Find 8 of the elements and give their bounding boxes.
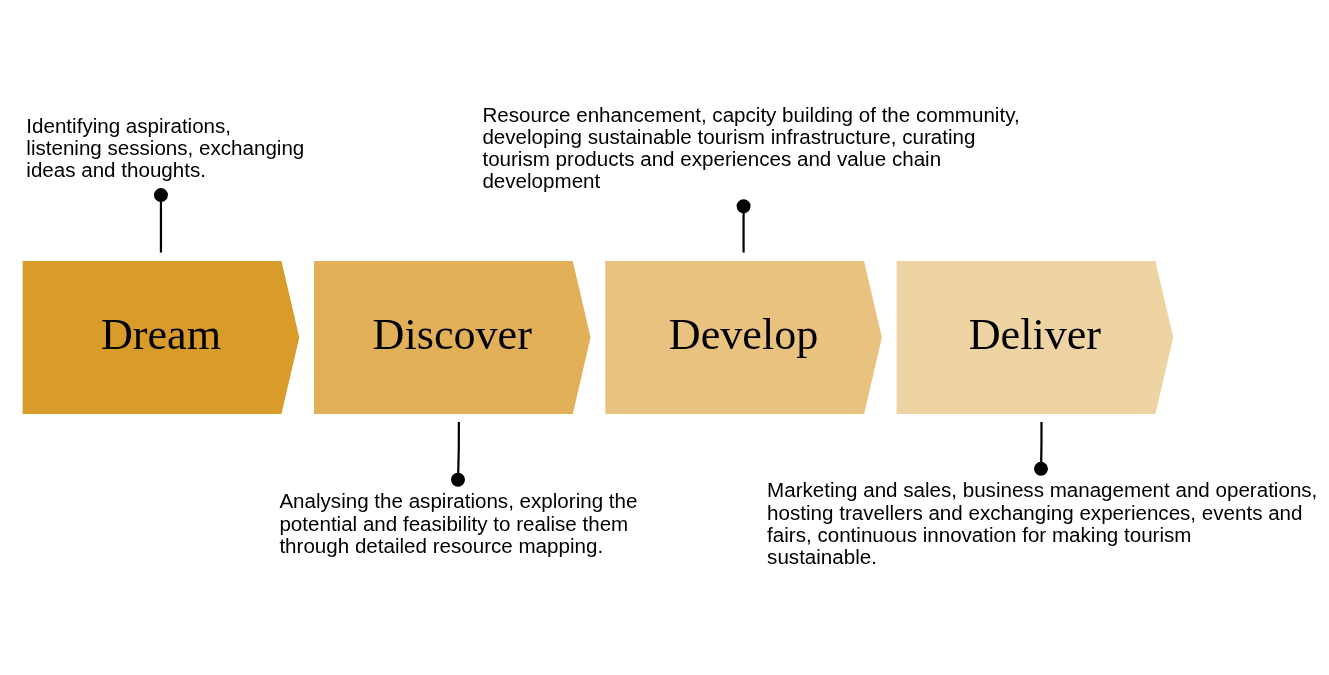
connector xyxy=(451,422,465,487)
connector xyxy=(736,199,751,253)
node-text: Identifying aspirations, listening sessions, exchanging ideas and thoughts. xyxy=(26,114,305,182)
node-text: Marketing and sales, business management and operations, hosting travellers and exchanging experiences, events and fairs, continuous innovation for making tourism sustainable. xyxy=(767,478,1318,568)
connector xyxy=(153,188,168,253)
connector xyxy=(1034,422,1048,476)
node-text: Analysing the aspirations, exploring the potential and feasibility to realise them through detailed resource mapping. xyxy=(279,489,638,557)
node-text: Resource enhancement, capcity building of the community, developing sustainable tourism infrastructure, curating tourism products and experiences and value chain development xyxy=(482,103,1020,193)
